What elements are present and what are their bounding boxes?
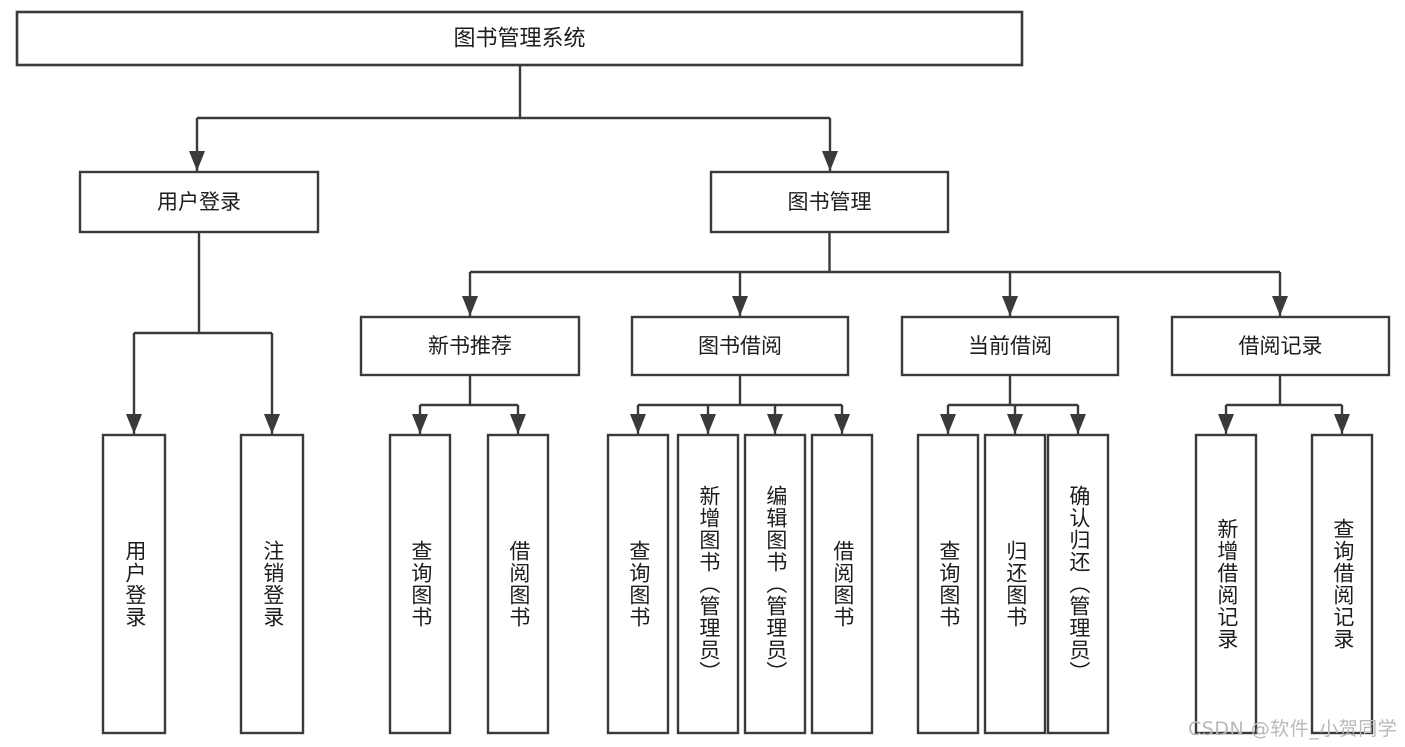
leaf-box-3[interactable]: [486, 433, 550, 735]
node-level3-box-0[interactable]: [359, 315, 581, 377]
arrow-to-leaf-1-0: [630, 414, 646, 434]
arrow-to-leaf-3-1: [1334, 414, 1350, 434]
arrow-to-leaf-1-3: [834, 414, 850, 434]
node-level3-label-3: 借阅记录: [1239, 334, 1323, 358]
leaf-box-5[interactable]: [676, 433, 740, 735]
node-root-box[interactable]: [15, 10, 1024, 67]
leaf-box-4[interactable]: [606, 433, 670, 735]
node-level3-box-3[interactable]: [1170, 315, 1391, 377]
connector-lines: [126, 65, 1350, 434]
arrow-to-userlogin-leaf-0: [126, 414, 142, 434]
node-level3-label-0: 新书推荐: [428, 334, 512, 358]
arrow-to-level2-1: [822, 151, 838, 171]
node-boxes: [15, 10, 1391, 735]
node-level2-label-1: 图书管理: [788, 190, 872, 214]
leaf-box-2[interactable]: [388, 433, 452, 735]
arrow-to-leaf-2-2: [1070, 414, 1086, 434]
leaf-box-11[interactable]: [1194, 433, 1258, 735]
arrow-to-leaf-0-0: [412, 414, 428, 434]
arrow-to-level3-0: [462, 296, 478, 316]
arrow-to-leaf-1-2: [767, 414, 783, 434]
leaf-box-8[interactable]: [916, 433, 980, 735]
arrow-to-level3-2: [1002, 296, 1018, 316]
arrow-to-leaf-2-1: [1007, 414, 1023, 434]
leaf-box-10[interactable]: [1046, 433, 1110, 735]
leaf-box-12[interactable]: [1310, 433, 1374, 735]
arrow-to-level2-0: [189, 151, 205, 171]
leaf-box-0[interactable]: [101, 433, 167, 735]
leaf-box-7[interactable]: [810, 433, 874, 735]
node-level3-label-2: 当前借阅: [968, 334, 1052, 358]
node-level2-label-0: 用户登录: [157, 190, 241, 214]
leaf-box-9[interactable]: [983, 433, 1047, 735]
arrow-to-leaf-3-0: [1218, 414, 1234, 434]
leaf-box-6[interactable]: [743, 433, 807, 735]
node-root-label: 图书管理系统: [453, 27, 585, 52]
node-level2-box-0[interactable]: [78, 170, 320, 234]
arrow-to-leaf-0-1: [510, 414, 526, 434]
node-level3-box-1[interactable]: [630, 315, 850, 377]
arrow-to-leaf-2-0: [940, 414, 956, 434]
csdn-watermark: CSDN @软件_小贺同学: [1188, 718, 1398, 740]
node-level2-box-1[interactable]: [709, 170, 950, 234]
arrow-to-level3-1: [732, 296, 748, 316]
arrow-to-leaf-1-1: [700, 414, 716, 434]
node-level3-box-2[interactable]: [900, 315, 1120, 377]
node-level3-label-1: 图书借阅: [698, 334, 782, 358]
arrow-to-userlogin-leaf-1: [264, 414, 280, 434]
leaf-box-1[interactable]: [239, 433, 305, 735]
arrow-to-level3-3: [1272, 296, 1288, 316]
